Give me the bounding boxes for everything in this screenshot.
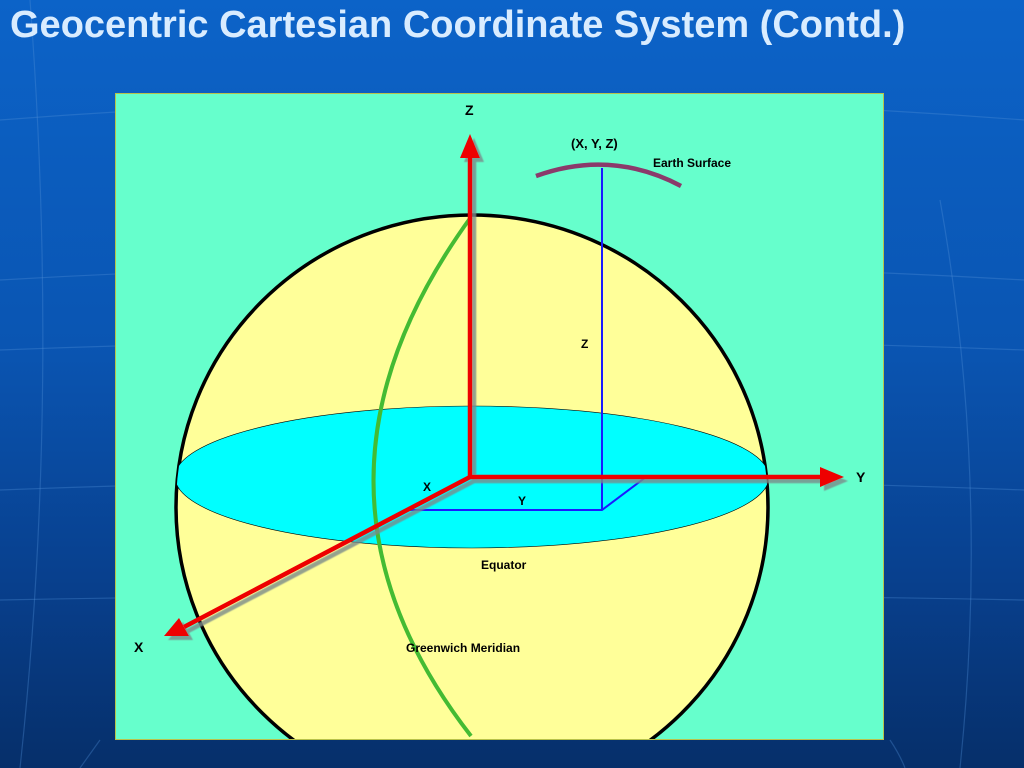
earth-surface-label: Earth Surface [653, 156, 732, 170]
z-axis-label: Z [465, 102, 474, 118]
projection-lines [406, 168, 647, 511]
earth-surface-arc [535, 162, 683, 188]
point-label: (X, Y, Z) [571, 136, 618, 151]
coordinate-diagram [164, 134, 844, 739]
greenwich-meridian [371, 215, 473, 738]
z-component-label: Z [581, 337, 589, 351]
x-component-label: X [423, 480, 432, 494]
greenwich-meridian-label: Greenwich Meridian [406, 641, 521, 655]
y-axis-label: Y [856, 469, 866, 485]
diagram-panel: Z Y X (X, Y, Z) Earth Surface Z X Y Equa… [115, 93, 884, 740]
equator-label: Equator [481, 558, 527, 572]
x-axis-label: X [134, 639, 144, 655]
slide-title: Geocentric Cartesian Coordinate System (… [10, 4, 906, 46]
y-component-label: Y [518, 494, 527, 508]
axes [164, 134, 844, 636]
